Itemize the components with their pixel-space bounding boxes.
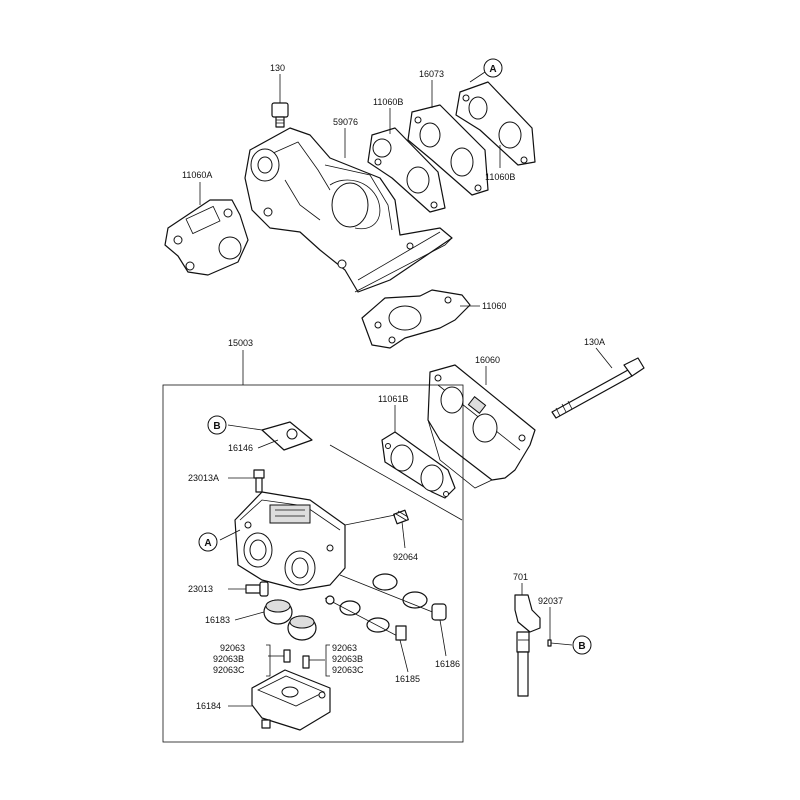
label-59076: 59076 [333, 117, 358, 127]
callout-a-mid: A [198, 532, 218, 552]
label-92064: 92064 [393, 552, 418, 562]
jet-92063 [283, 649, 310, 669]
callout-b-right: B [572, 635, 592, 655]
label-92063c-right: 92063C [332, 665, 364, 675]
label-11060: 11060 [482, 301, 506, 311]
gasket-16073 [407, 104, 489, 196]
bolt-130 [271, 102, 289, 128]
label-92063-left: 92063 [220, 643, 245, 653]
intake-manifold [244, 127, 453, 293]
label-11060b-first: 11060B [373, 97, 403, 107]
spacer-16060 [427, 364, 536, 489]
label-23013a: 23013A [188, 473, 219, 483]
svg-text:A: A [204, 538, 211, 549]
gasket-11061b [381, 431, 456, 499]
label-16184: 16184 [196, 701, 221, 711]
label-11060b-second: 11060B [485, 172, 515, 182]
leader-lines [199, 69, 613, 707]
screw-23013 [245, 581, 269, 597]
gasket-11060a [164, 199, 249, 276]
label-701: 701 [513, 572, 528, 582]
gasket-11060 [361, 289, 471, 349]
label-16183: 16183 [205, 615, 230, 625]
float-16183 [263, 599, 317, 641]
carburetor-assembly-box [162, 384, 464, 743]
tube-701 [514, 594, 541, 697]
label-16186: 16186 [435, 659, 460, 669]
label-16073: 16073 [419, 69, 444, 79]
label-11060a: 11060A [182, 170, 212, 180]
label-16185: 16185 [395, 674, 420, 684]
callout-b-top: B [207, 415, 227, 435]
clip-92037 [547, 639, 552, 647]
spring-92064 [393, 509, 409, 525]
gasket-11060b-second [455, 81, 536, 166]
part-labels: 130 16073 11060B 59076 11060A 11060B 110… [182, 63, 605, 711]
svg-text:A: A [489, 64, 496, 75]
svg-text:B: B [578, 641, 585, 652]
label-11061b: 11061B [378, 394, 408, 404]
label-92063b-right: 92063B [332, 654, 363, 664]
label-92063c-left: 92063C [213, 665, 245, 675]
svg-text:B: B [213, 421, 220, 432]
float-bowl-16184 [251, 669, 331, 731]
label-92037: 92037 [538, 596, 563, 606]
label-130a: 130A [584, 337, 605, 347]
gasket-11060b-first [367, 127, 446, 213]
screw-23013a [253, 469, 265, 493]
label-92063-right: 92063 [332, 643, 357, 653]
label-brackets [266, 644, 330, 677]
label-23013: 23013 [188, 584, 213, 594]
label-16060: 16060 [475, 355, 500, 365]
throttle-linkage [324, 573, 447, 641]
bolt-130a [551, 357, 645, 419]
label-16146: 16146 [228, 443, 253, 453]
label-15003: 15003 [228, 338, 253, 348]
label-92063b-left: 92063B [213, 654, 244, 664]
plate-16146 [261, 421, 313, 451]
label-130: 130 [270, 63, 285, 73]
callout-a-top: A [483, 58, 503, 78]
carburetor-body [234, 491, 346, 591]
